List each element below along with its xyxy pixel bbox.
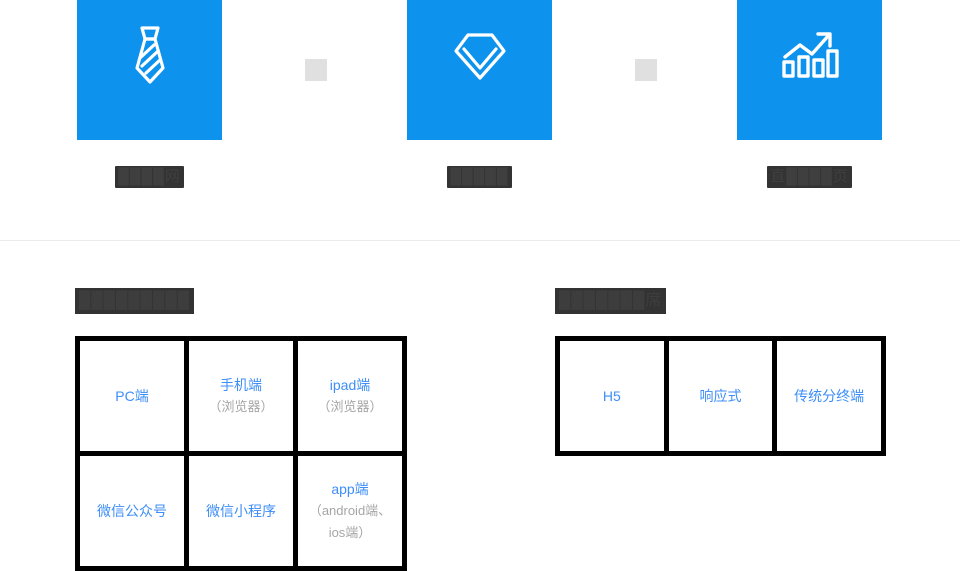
panel-layouts-heading-text: ███████席 (555, 288, 667, 314)
separator-square-1 (305, 59, 327, 81)
terminal-cell-ipad-title: ipad端 (329, 377, 371, 393)
panel-terminals-grid: PC端 手机端 （浏览器） ipad端 （浏览器） 微信公众号 微信小程序 ap… (75, 336, 407, 571)
separator-square-2 (635, 59, 657, 81)
growth-bar-chart-icon (781, 27, 839, 83)
feature-label-1-text: ████网 (115, 166, 184, 188)
panel-layouts-grid: H5 响应式 传统分终端 (555, 336, 886, 456)
terminal-cell-ipad-sub: （浏览器） (317, 399, 383, 414)
feature-item-3[interactable]: 直████页 (737, 0, 882, 188)
panel-layouts-heading: ███████席 (555, 288, 886, 314)
feature-label-3-text: 直████页 (767, 166, 852, 188)
layout-cell-responsive-title: 响应式 (699, 388, 742, 404)
layout-cell-responsive[interactable]: 响应式 (668, 341, 773, 451)
feature-item-1[interactable]: ████网 (77, 0, 222, 188)
terminal-cell-ipad[interactable]: ipad端 （浏览器） (298, 341, 402, 451)
layout-cell-traditional[interactable]: 传统分终端 (777, 341, 881, 451)
necktie-icon (124, 24, 176, 86)
feature-tile-1[interactable] (77, 0, 222, 140)
terminal-cell-mobile[interactable]: 手机端 （浏览器） (189, 341, 293, 451)
terminal-cell-wechat-official-title: 微信公众号 (97, 503, 167, 519)
feature-label-3: 直████页 (737, 166, 882, 188)
terminal-cell-mobile-title: 手机端 (220, 377, 262, 393)
terminal-cell-wechat-official[interactable]: 微信公众号 (80, 456, 184, 566)
terminal-cell-wechat-miniprogram[interactable]: 微信小程序 (189, 456, 293, 566)
terminal-cell-app-title: app端 (331, 481, 369, 497)
terminal-cell-wechat-miniprogram-title: 微信小程序 (206, 503, 276, 519)
feature-label-2-text: █████ (447, 166, 512, 188)
panel-terminals: █████████ PC端 手机端 （浏览器） ipad端 （浏览器） 微信公众… (75, 288, 407, 571)
panel-terminals-heading: █████████ (75, 288, 407, 314)
diamond-gem-icon (451, 27, 509, 83)
terminal-cell-app-sub: （android端、ios端） (308, 503, 392, 540)
layout-cell-h5[interactable]: H5 (560, 341, 664, 451)
terminal-cell-pc-title: PC端 (115, 388, 149, 404)
top-feature-strip: ████网 █████ (0, 0, 960, 241)
feature-item-2[interactable]: █████ (407, 0, 552, 188)
feature-tile-3[interactable] (737, 0, 882, 140)
feature-tile-2[interactable] (407, 0, 552, 140)
terminal-cell-pc[interactable]: PC端 (80, 341, 184, 451)
panel-layouts: ███████席 H5 响应式 传统分终端 (555, 288, 886, 456)
feature-label-1: ████网 (77, 166, 222, 188)
terminal-cell-mobile-sub: （浏览器） (208, 399, 274, 414)
feature-label-2: █████ (407, 166, 552, 188)
layout-cell-h5-title: H5 (602, 388, 621, 404)
panel-terminals-heading-text: █████████ (75, 288, 195, 314)
section-divider (0, 240, 960, 241)
layout-cell-traditional-title: 传统分终端 (794, 388, 865, 404)
terminal-cell-app[interactable]: app端 （android端、ios端） (298, 456, 402, 566)
